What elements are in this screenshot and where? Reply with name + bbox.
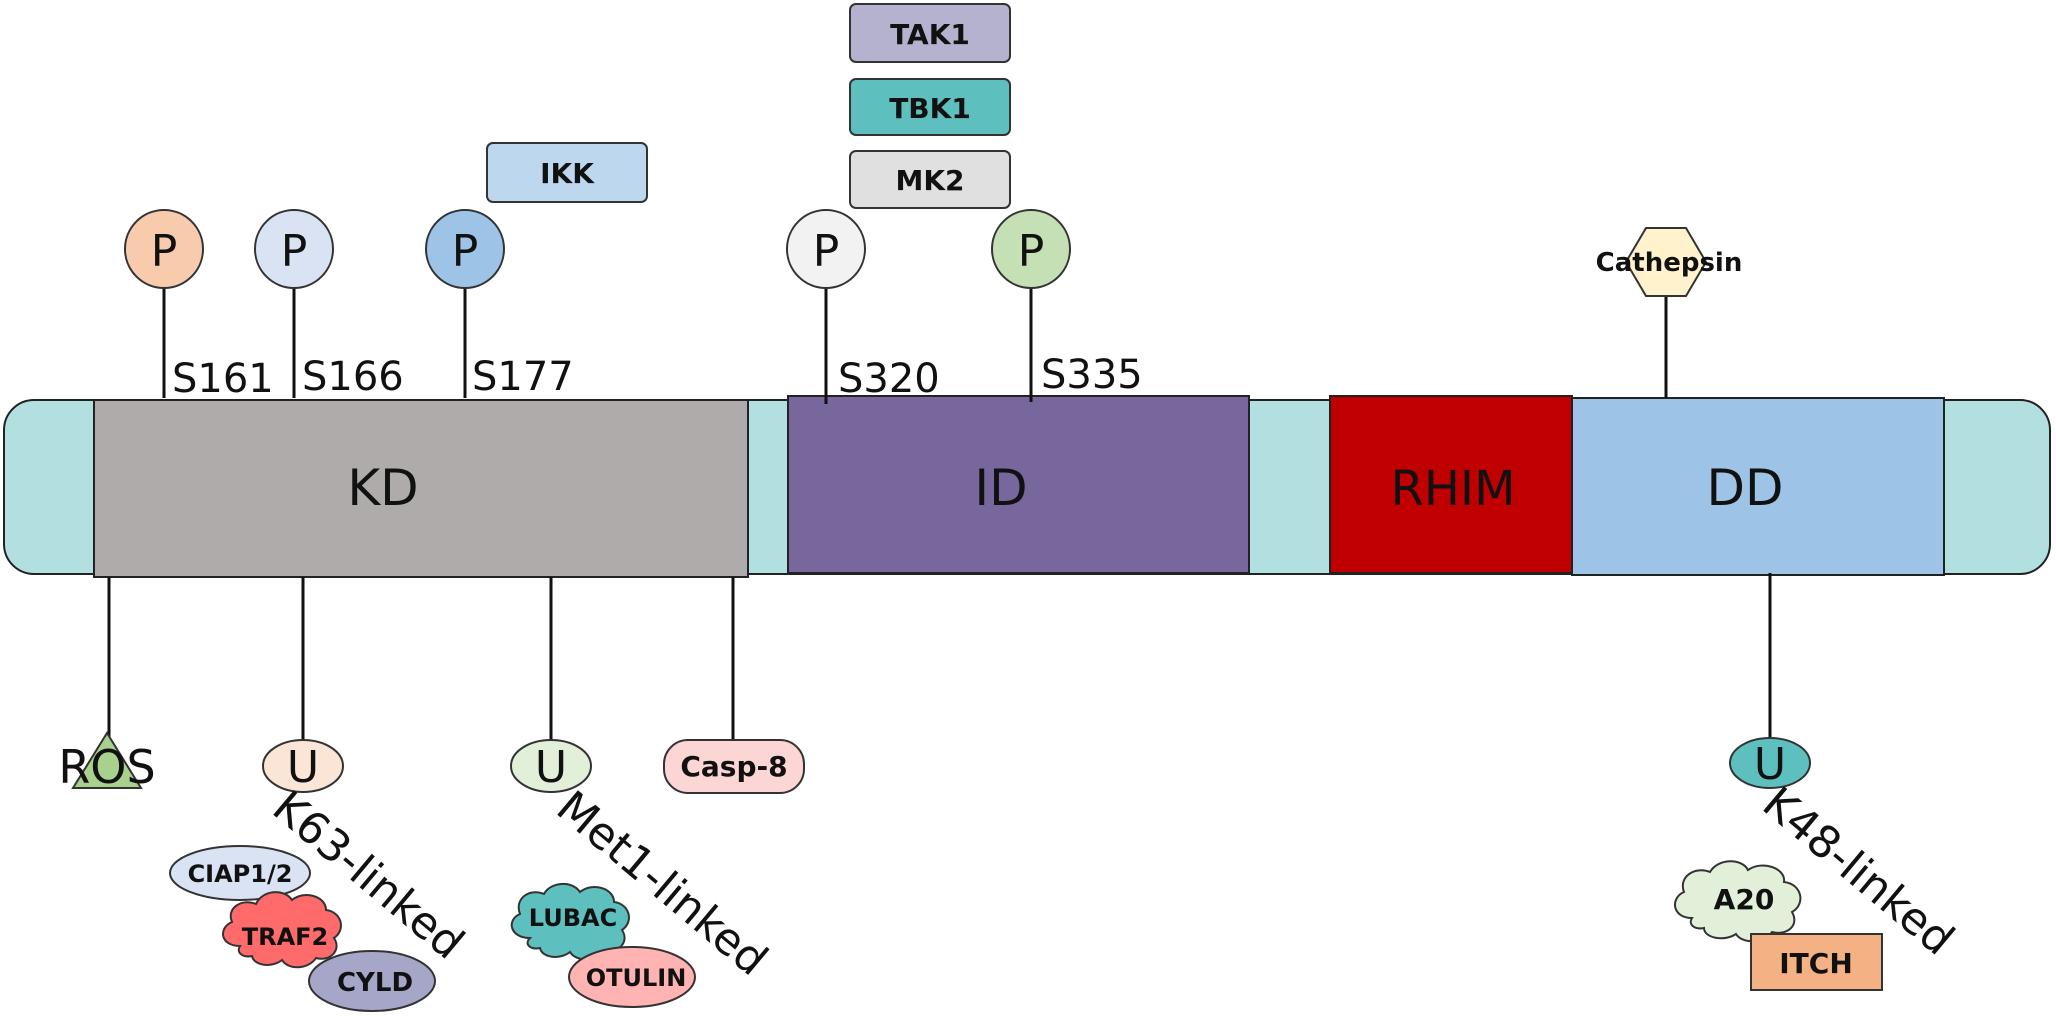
tak1-label: TAK1 [890, 18, 970, 51]
ubiquitin-symbol: U [1754, 739, 1786, 790]
kd-domain-box [93, 399, 749, 578]
casp8-label: Casp-8 [680, 750, 787, 783]
cathepsin-hexagon [1624, 227, 1708, 297]
phospho-circle [124, 209, 204, 289]
phospho-symbol: P [452, 226, 479, 277]
otulin-complex: OTULIN [568, 946, 696, 1008]
site-label-s177: S177 [472, 354, 574, 400]
mk2-box [849, 150, 1011, 209]
ubiquitin-circle [1729, 737, 1811, 789]
tak1-kinase: TAK1 [849, 3, 1011, 63]
site-label-s166: S166 [302, 354, 404, 400]
lubac-label: LUBAC [529, 904, 617, 932]
itch-box [1750, 933, 1883, 991]
lubac-complex: LUBAC [510, 883, 630, 961]
cyld-complex: CYLD [308, 950, 436, 1012]
phospho-site-s320: P S320 [786, 209, 940, 404]
ubiquitin-symbol: U [287, 742, 319, 793]
phospho-symbol: P [151, 226, 178, 277]
phospho-site-s161: P S161 [124, 209, 274, 402]
otulin-label: OTULIN [586, 964, 687, 992]
casp8-box [663, 739, 805, 794]
ciap-complex: CIAP1/2 [169, 845, 311, 901]
tbk1-box [849, 78, 1011, 136]
site-label-s335: S335 [1041, 352, 1143, 398]
phospho-circle [254, 209, 334, 289]
ikk-box [486, 142, 648, 203]
id-domain: ID [787, 395, 1250, 574]
kd-domain-label: KD [347, 459, 418, 517]
phospho-circle [425, 209, 505, 289]
ciap-ellipse [169, 845, 311, 901]
id-domain-box [787, 395, 1250, 574]
ubiquitin-circle [510, 739, 592, 793]
tbk1-kinase: TBK1 [849, 78, 1011, 136]
kd-domain: KD [93, 399, 749, 578]
site-label-s320: S320 [838, 356, 940, 402]
dd-domain: DD [1571, 397, 1945, 576]
phospho-symbol: P [813, 226, 840, 277]
ros-site: ROS [58, 577, 156, 794]
ubiquitin-circle [262, 739, 344, 793]
id-domain-label: ID [974, 459, 1027, 517]
dd-domain-label: DD [1706, 459, 1783, 517]
cyld-ellipse [308, 950, 436, 1012]
ikk-kinase: IKK [486, 142, 648, 203]
dd-domain-box [1571, 397, 1945, 576]
otulin-ellipse [568, 946, 696, 1008]
traf2-complex: TRAF2 [222, 891, 342, 969]
a20-label: A20 [1714, 883, 1775, 916]
itch-label: ITCH [1779, 947, 1853, 980]
phospho-circle [991, 209, 1071, 289]
phospho-circle [786, 209, 866, 289]
itch-complex: ITCH [1750, 933, 1883, 991]
ros-triangle [71, 731, 143, 789]
cyld-label: CYLD [337, 968, 413, 998]
traf2-label: TRAF2 [242, 923, 329, 951]
cathepsin-label: Cathepsin [1596, 248, 1743, 278]
ikk-label: IKK [540, 157, 595, 190]
rhim-domain: RHIM [1329, 395, 1573, 574]
casp8-site: Casp-8 [663, 577, 805, 794]
rhim-domain-box [1329, 395, 1573, 574]
tak1-box [849, 3, 1011, 63]
phospho-site-s335: P S335 [991, 209, 1143, 402]
phospho-site-s177: P S177 [425, 209, 574, 400]
a20-complex: A20 [1674, 860, 1802, 943]
phospho-symbol: P [281, 226, 308, 277]
phospho-site-s166: P S166 [254, 209, 404, 400]
phospho-symbol: P [1018, 226, 1045, 277]
ubiquitin-symbol: U [535, 742, 567, 793]
mk2-label: MK2 [895, 164, 964, 197]
a20-cloud [1674, 860, 1802, 943]
ciap-label: CIAP1/2 [188, 860, 293, 888]
tbk1-label: TBK1 [889, 92, 971, 125]
site-label-s161: S161 [172, 356, 274, 402]
traf2-cloud [222, 891, 342, 969]
lubac-cloud [510, 883, 630, 961]
cathepsin-site: Cathepsin [1596, 227, 1743, 398]
mk2-kinase: MK2 [849, 150, 1011, 209]
rhim-domain-label: RHIM [1390, 461, 1515, 517]
ros-label: ROS [58, 740, 155, 794]
